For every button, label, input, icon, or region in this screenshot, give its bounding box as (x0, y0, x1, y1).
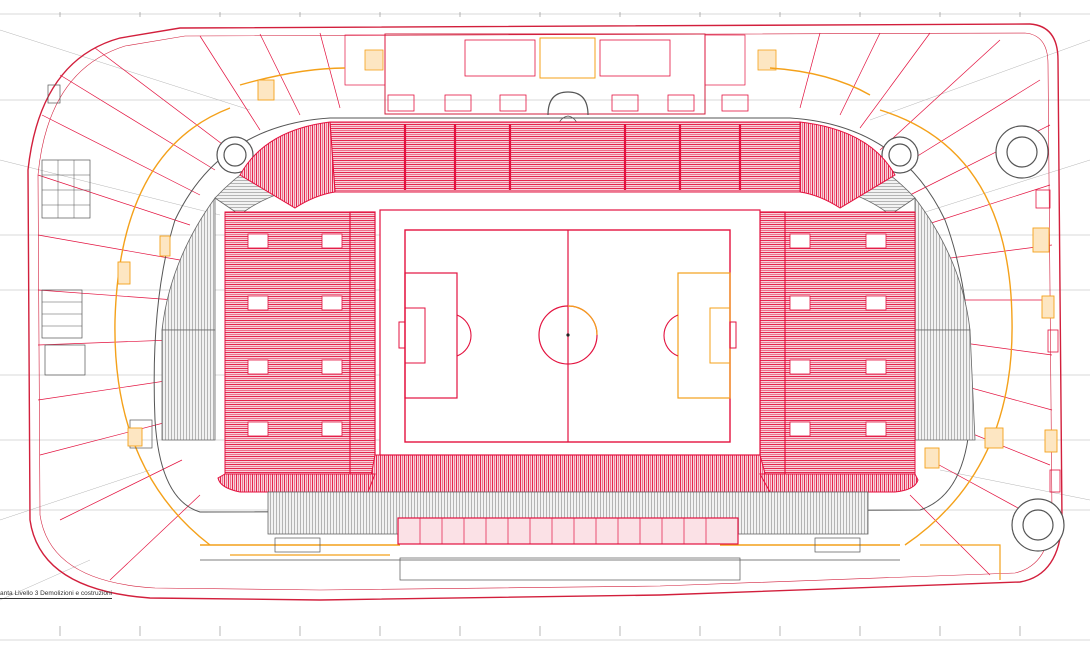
west-orange-fixtures (117, 79, 275, 447)
east-penalty-arc (663, 314, 679, 357)
south-hospitality-cells (419, 518, 707, 544)
drawing-caption: anta Livello 3 Demolizioni e costruzioni (0, 590, 113, 599)
centre-circle-construction-arc (567, 305, 598, 336)
north-west-corner-stand (239, 121, 336, 209)
east-stand-vomitories (789, 233, 887, 437)
north-stand-aisles (403, 124, 742, 190)
south-stand (367, 454, 771, 493)
west-penalty-arc (456, 314, 472, 357)
stair-towers (216, 125, 1065, 552)
west-exterior-buildings (41, 84, 153, 449)
grid-ticks (59, 12, 1021, 636)
bottom-plaza (200, 537, 900, 561)
bottom-orange-elements (230, 544, 1001, 580)
south-west-corner-stand (217, 473, 376, 493)
west-stand (224, 211, 376, 475)
west-stand-vomitories (247, 233, 343, 437)
east-exterior-walls (1035, 189, 1061, 493)
south-hospitality-block (397, 517, 739, 545)
centre-spot (566, 333, 570, 337)
north-stand (329, 121, 801, 193)
stadium-outer-ring (153, 117, 972, 513)
east-stand (759, 211, 916, 475)
west-goal (398, 321, 406, 349)
east-exterior-fixtures (924, 227, 1058, 469)
site-outline (27, 23, 1063, 601)
north-east-corner-stand (799, 121, 896, 209)
west-exterior-grid (42, 160, 90, 327)
construction-outline (114, 67, 1013, 546)
south-east-corner-stand (759, 473, 919, 493)
east-goal (729, 321, 737, 349)
south-exterior-walkway (399, 557, 741, 581)
